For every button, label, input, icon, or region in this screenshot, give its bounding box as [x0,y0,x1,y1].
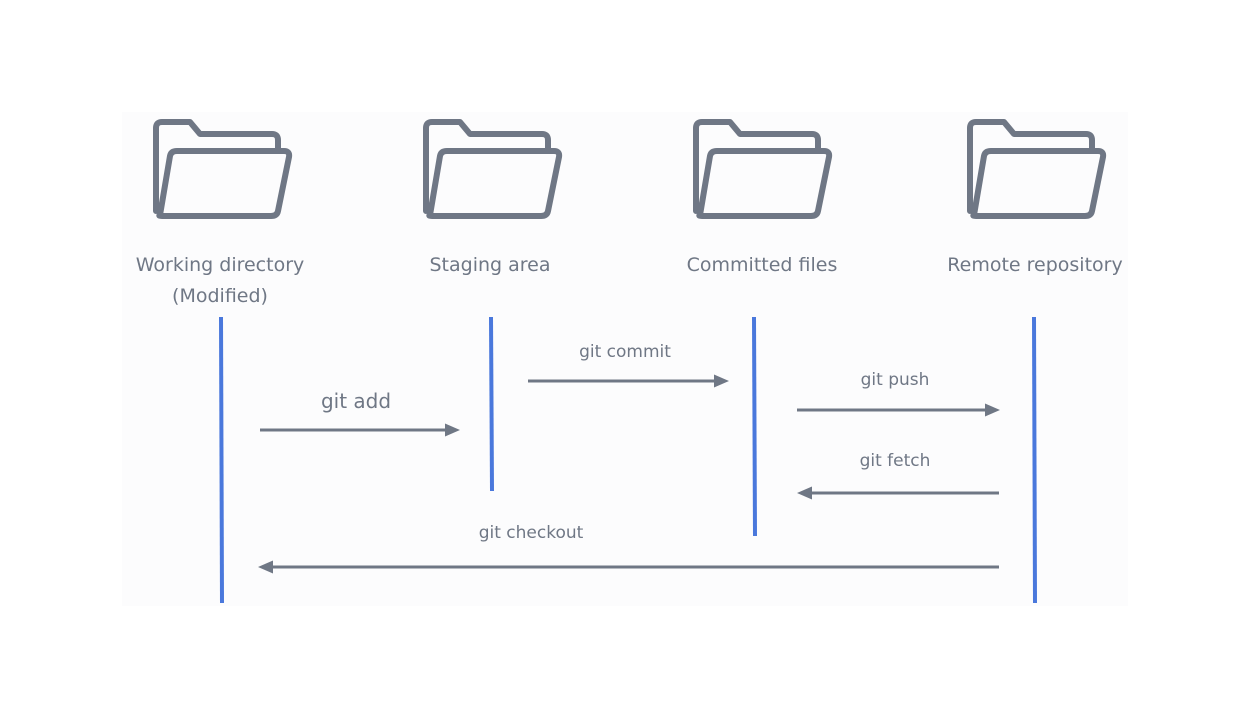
stage-label-remote-repository: Remote repository [947,254,1123,276]
git-fetch-label: git fetch [859,451,931,471]
git-add-arrow [260,423,460,437]
remote-repository-folder-icon [964,116,1108,224]
lifeline-working-directory [219,316,224,604]
staging-area-folder-icon [420,116,564,224]
lifeline-remote-repository [1032,316,1037,604]
git-fetch-arrow [797,486,999,500]
git-commit-label: git commit [579,342,671,362]
git-add-label: git add [320,389,392,413]
committed-files-folder-icon [690,116,834,224]
stage-label-working-directory: Working directory (Modified) [135,254,305,307]
lifeline-committed-files [752,316,757,537]
diagram-panel [122,112,1128,606]
git-push-arrow [797,403,1000,417]
git-checkout-arrow [258,560,999,574]
git-push-label: git push [860,370,930,390]
working-directory-folder-icon [150,116,294,224]
stage-label-staging-area: Staging area [429,254,551,276]
git-checkout-label: git checkout [478,523,584,543]
git-commit-arrow [528,374,729,388]
stage-label-committed-files: Committed files [686,254,838,276]
lifeline-staging-area [489,316,494,492]
